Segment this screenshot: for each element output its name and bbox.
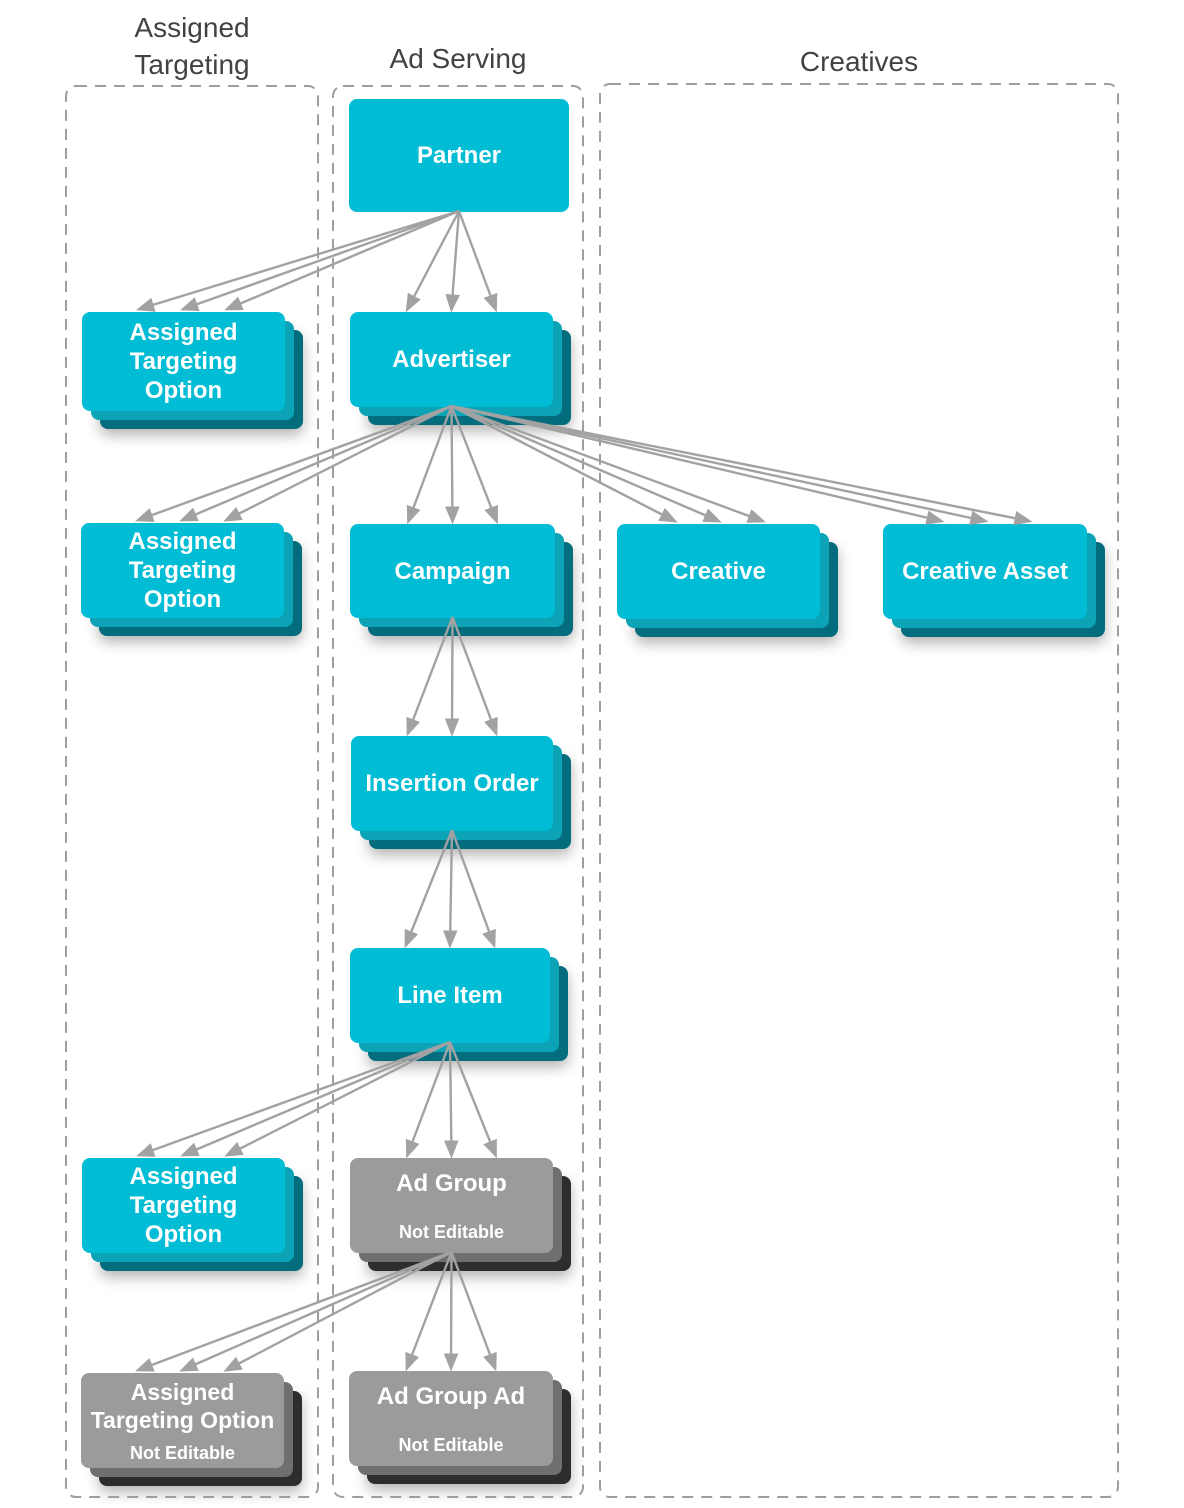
node-face: Partner xyxy=(349,99,569,212)
node-assigned-targeting-option-advertiser: Assigned Targeting Option xyxy=(81,523,302,636)
node-label: Partner xyxy=(416,142,502,169)
node-label: Creative xyxy=(671,558,766,585)
arrow-partner-to-ato_partner-1 xyxy=(136,209,460,312)
node-label: Assigned Targeting Option xyxy=(129,1163,238,1248)
node-face: Creative xyxy=(617,524,820,619)
node-assigned-targeting-option-partner: Assigned Targeting Option xyxy=(82,312,303,429)
node-face: Creative Asset xyxy=(883,524,1087,619)
node-creative-asset: Creative Asset xyxy=(883,524,1105,637)
column-title-ad-serving: Ad Serving xyxy=(333,40,583,77)
column-title-text: Ad Serving xyxy=(389,43,527,74)
column-title-text: Creatives xyxy=(799,46,919,77)
node-line-item: Line Item xyxy=(350,948,568,1061)
column-frame-creatives xyxy=(599,83,1119,1498)
node-face: Assigned Targeting Option xyxy=(81,523,284,618)
node-ad-group-ad: Ad Group Ad Not Editable xyxy=(349,1371,571,1484)
node-sublabel: Not Editable xyxy=(398,1221,504,1242)
node-ad-group: Ad Group Not Editable xyxy=(350,1158,571,1271)
node-label: Creative Asset xyxy=(902,558,1068,585)
node-face: Advertiser xyxy=(350,312,553,407)
node-insertion-order: Insertion Order xyxy=(351,736,571,849)
node-face: Ad Group Not Editable xyxy=(350,1158,553,1253)
node-label: Line Item xyxy=(397,982,503,1009)
node-creative: Creative xyxy=(617,524,838,637)
node-sublabel: Not Editable xyxy=(398,1434,504,1455)
node-label: Ad Group xyxy=(396,1169,507,1197)
arrow-partner-to-advertiser-1 xyxy=(405,210,461,313)
column-title-assigned-targeting: Assigned Targeting xyxy=(66,9,318,83)
node-label: Ad Group Ad xyxy=(376,1382,526,1410)
node-face: Ad Group Ad Not Editable xyxy=(349,1371,553,1466)
node-face: Campaign xyxy=(350,524,555,618)
node-label: Assigned Targeting Option xyxy=(129,319,238,404)
node-face: Assigned Targeting Option xyxy=(82,1158,285,1253)
column-title-text: Assigned Targeting xyxy=(134,12,250,80)
node-label: Campaign xyxy=(394,557,511,585)
node-assigned-targeting-option-ad-group: Assigned Targeting Option Not Editable xyxy=(81,1373,302,1486)
node-face: Insertion Order xyxy=(351,736,553,831)
node-label: Assigned Targeting Option xyxy=(128,528,237,613)
node-partner: Partner xyxy=(349,99,569,212)
node-label: Assigned Targeting Option xyxy=(90,1378,275,1433)
arrow-partner-to-advertiser-3 xyxy=(457,210,498,313)
node-face: Line Item xyxy=(350,948,550,1043)
arrow-partner-to-ato_partner-3 xyxy=(224,209,460,311)
node-assigned-targeting-option-line-item: Assigned Targeting Option xyxy=(82,1158,303,1271)
node-label: Insertion Order xyxy=(365,770,539,797)
node-sublabel: Not Editable xyxy=(129,1442,235,1463)
node-label: Advertiser xyxy=(392,346,511,373)
arrow-partner-to-ato_partner-2 xyxy=(180,209,460,311)
arrow-partner-to-advertiser-2 xyxy=(445,210,461,313)
node-campaign: Campaign xyxy=(350,524,573,636)
column-frame-assigned-targeting xyxy=(65,85,319,1498)
node-advertiser: Advertiser xyxy=(350,312,571,425)
node-face: Assigned Targeting Option Not Editable xyxy=(81,1373,284,1468)
node-face: Assigned Targeting Option xyxy=(82,312,285,411)
column-title-creatives: Creatives xyxy=(600,43,1118,80)
